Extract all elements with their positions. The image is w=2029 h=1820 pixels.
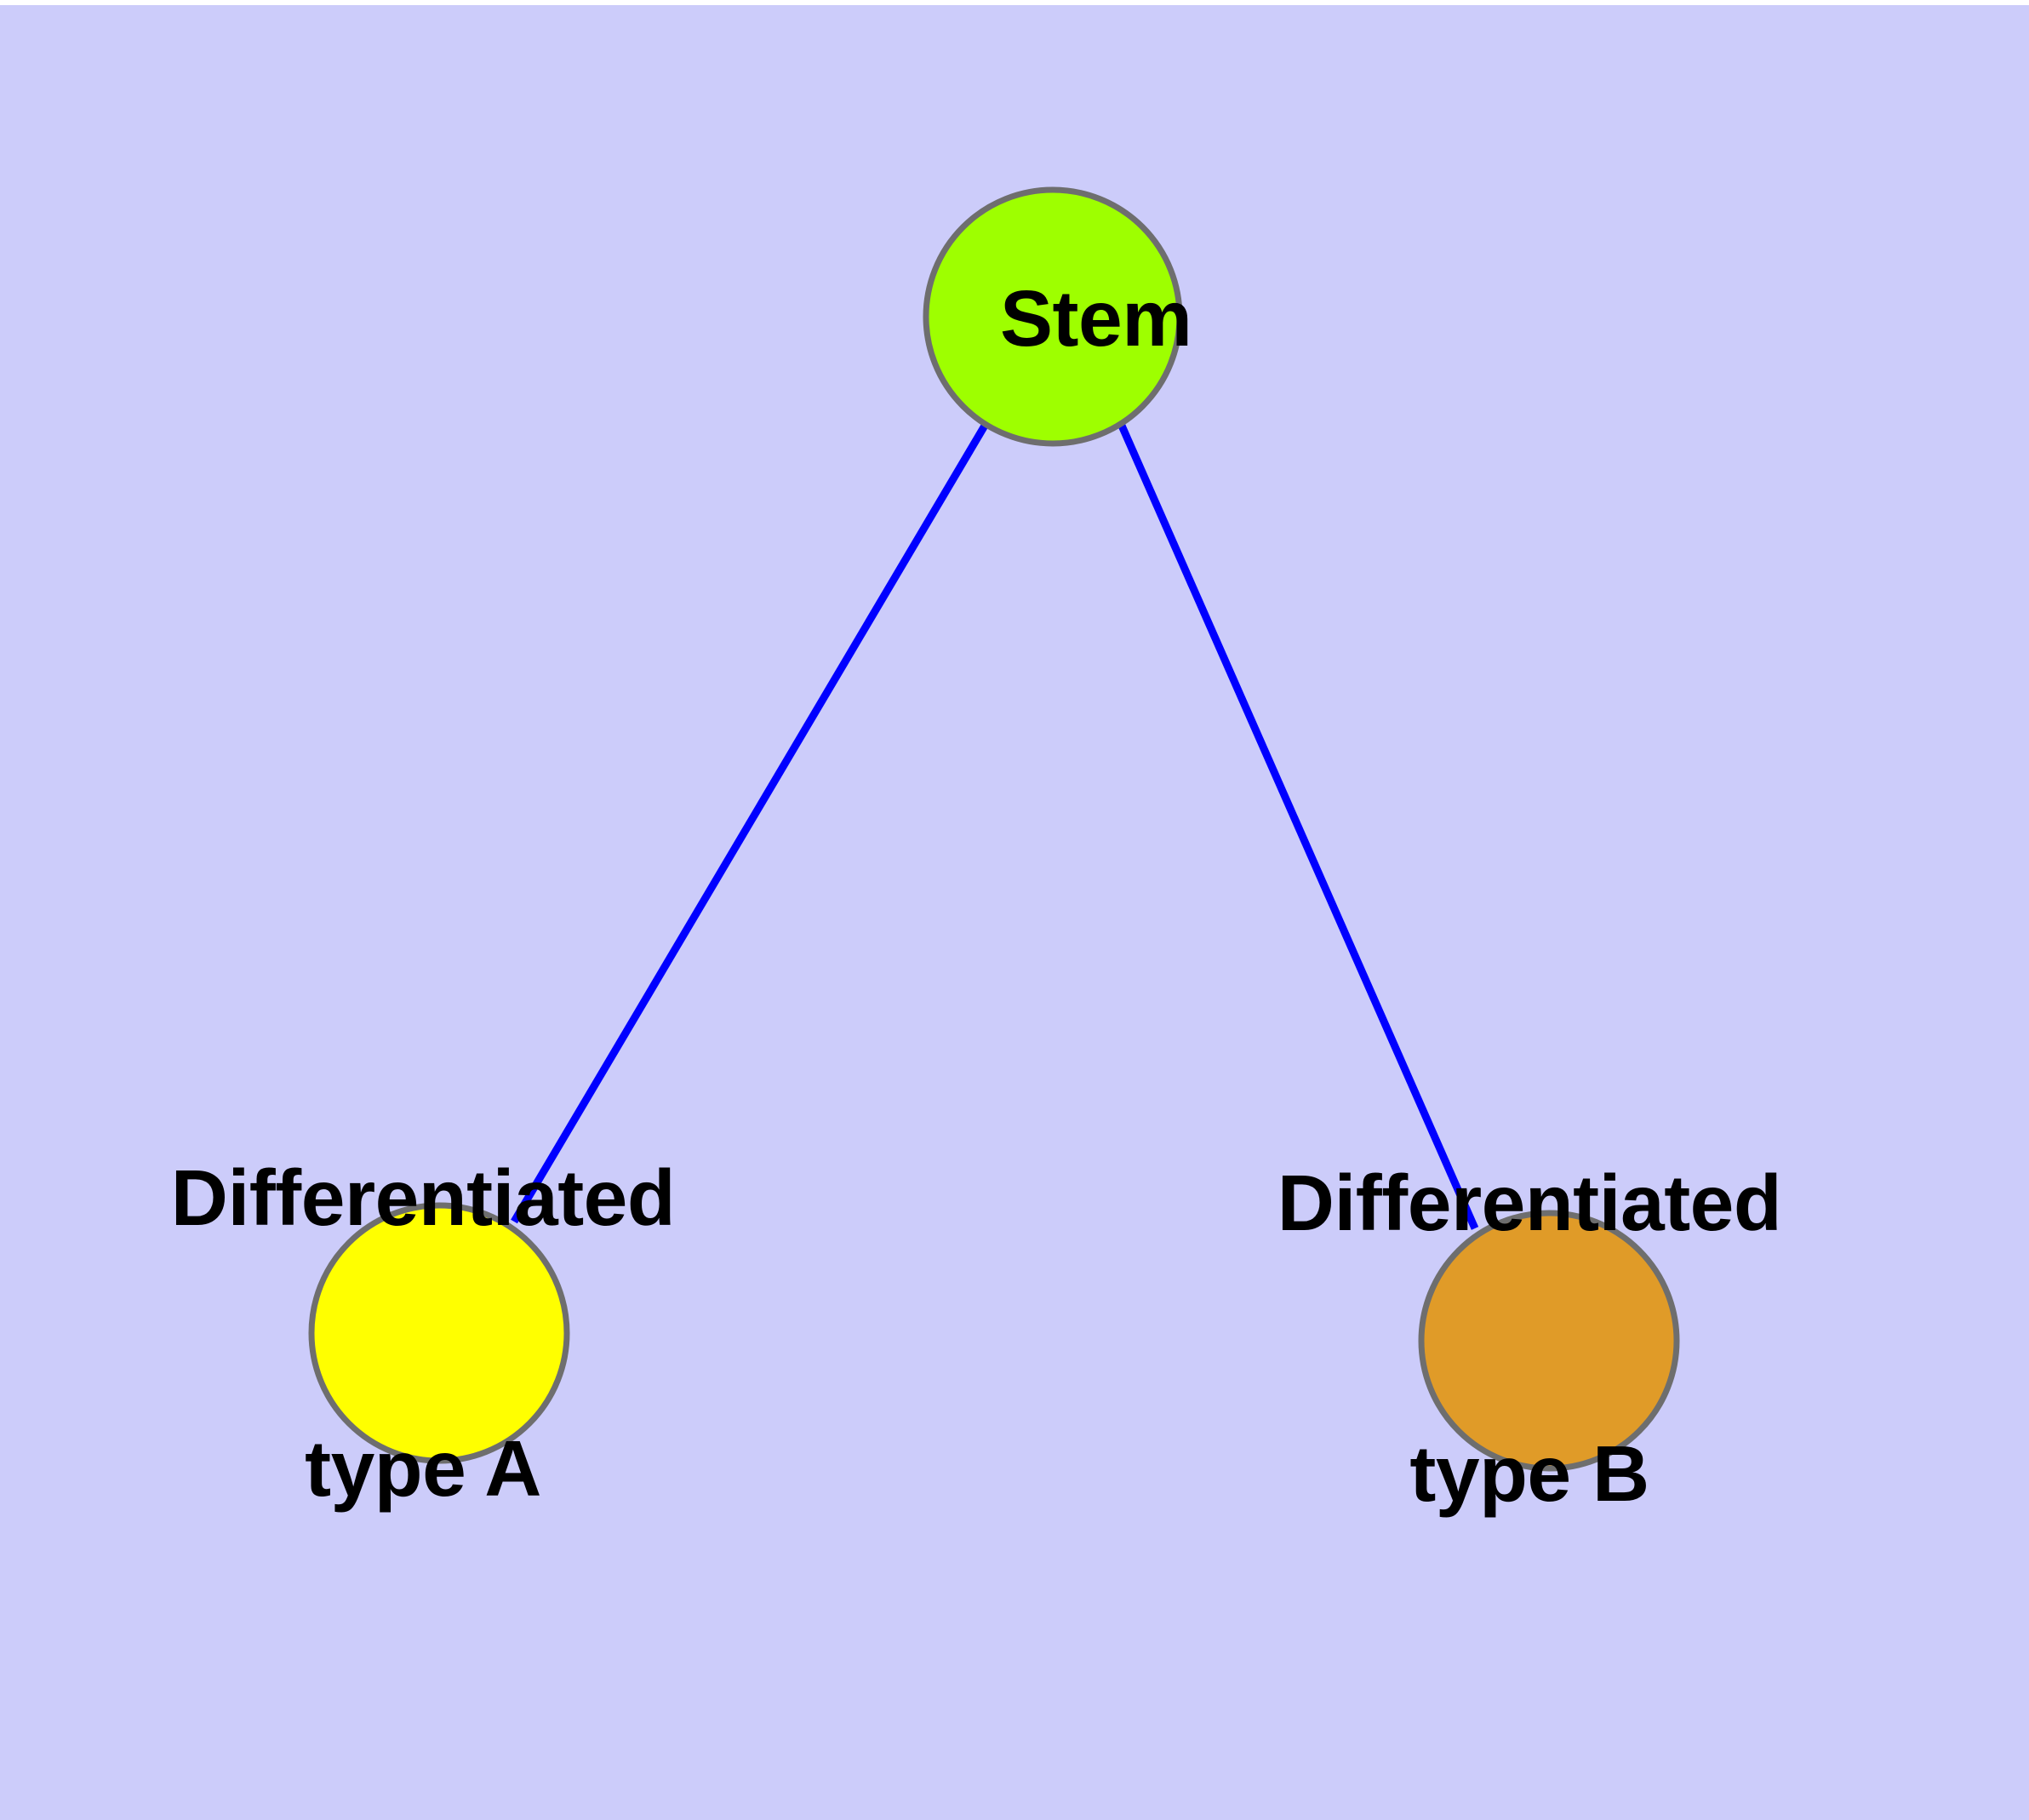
edge-stem-to-diff-a	[511, 423, 988, 1224]
node-layer	[308, 186, 1680, 1472]
node-diff-a-circle[interactable]	[308, 1202, 570, 1464]
node-stem-circle[interactable]	[923, 186, 1183, 447]
edge-layer	[511, 423, 1479, 1230]
node-diff-b-circle[interactable]	[1418, 1210, 1680, 1472]
edge-stem-to-diff-b	[1117, 424, 1479, 1230]
